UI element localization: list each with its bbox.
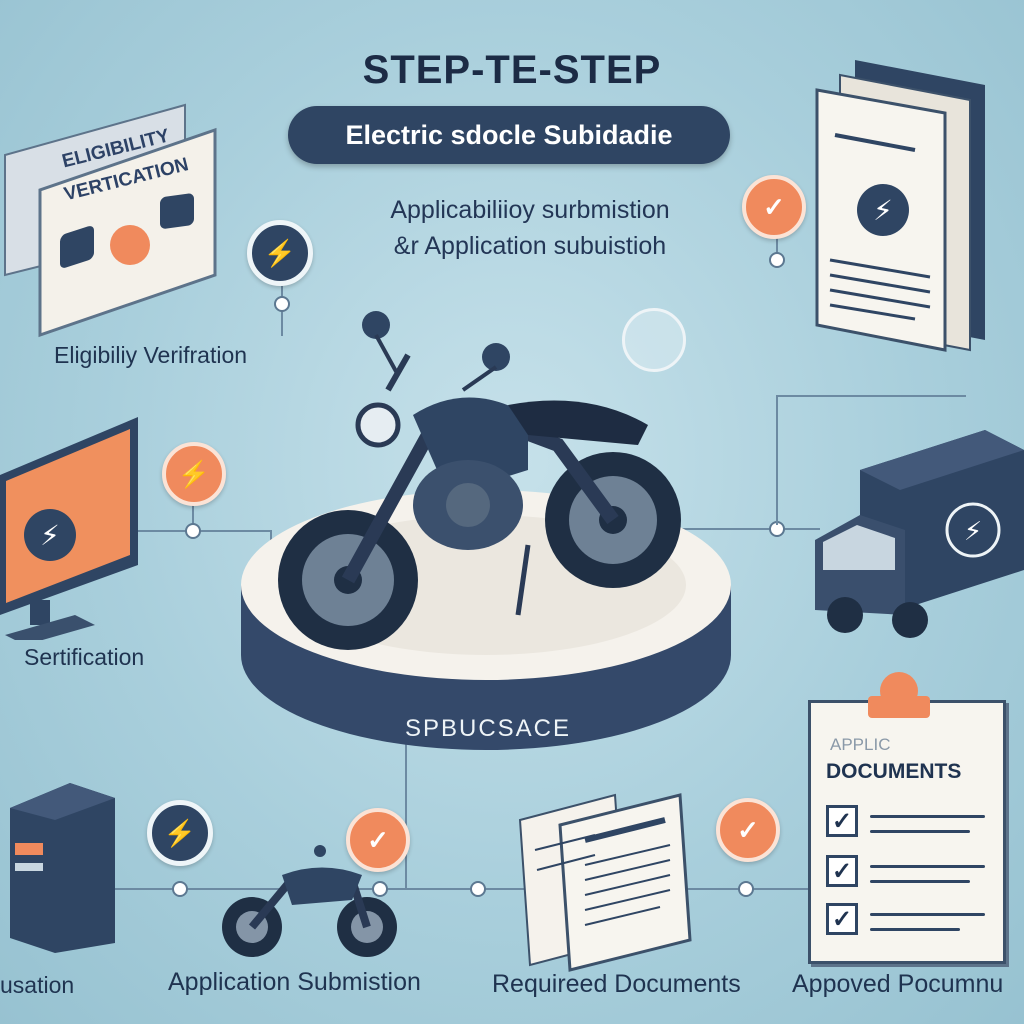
doc-line xyxy=(870,865,985,868)
connector-node xyxy=(274,296,290,312)
eligibility-caption: Eligibiliy Verifration xyxy=(54,342,248,368)
document-clipboard-illustration: ⚡ xyxy=(815,60,985,352)
bottom-label-left: usation xyxy=(0,972,75,998)
monitor-illustration: ⚡ xyxy=(0,417,138,640)
bottom-label-approved: Appoved Pocumnu xyxy=(792,970,1004,998)
bottom-label-application: Application Submistion xyxy=(168,968,421,996)
storage-box-illustration xyxy=(10,783,115,953)
bottom-label-required: Requireed Documents xyxy=(492,970,741,998)
subtitle-line-2: &r Application subuistioh xyxy=(393,232,667,260)
documents-header: APPLIC xyxy=(830,735,891,754)
check-box-2: ✓ xyxy=(826,855,858,887)
title-pill: Electric sdocle Subidadie xyxy=(288,106,730,164)
delivery-truck-illustration: ⚡ xyxy=(815,430,1024,638)
connector-line xyxy=(776,395,778,525)
connector-node xyxy=(172,881,188,897)
page-title: STEP-TE-STEP xyxy=(362,48,662,92)
clipboard-clip-base xyxy=(868,696,930,718)
svg-text:⚡: ⚡ xyxy=(873,194,893,227)
bolt-badge-icon: ⚡ xyxy=(247,220,313,286)
required-documents-illustration xyxy=(518,793,692,972)
eligibility-card-illustration xyxy=(4,103,217,338)
subtitle-line-1: Applicabiliioy surbmistion xyxy=(390,196,670,224)
connector-line xyxy=(776,395,966,397)
doc-line xyxy=(870,928,960,931)
connector-line xyxy=(405,740,407,888)
connector-node xyxy=(470,881,486,897)
connector-line xyxy=(40,530,270,532)
monitor-caption: Sertification xyxy=(24,644,145,670)
svg-text:⚡: ⚡ xyxy=(40,519,60,552)
motorcycle-platform-illustration xyxy=(241,311,731,750)
leaf-badge-icon: ✓ xyxy=(716,798,780,862)
decorative-circle xyxy=(622,308,686,372)
connector-node xyxy=(372,881,388,897)
connector-node xyxy=(738,881,754,897)
bolt-badge-icon: ⚡ xyxy=(162,442,226,506)
platform-label: SPBUCSACE xyxy=(404,715,572,742)
small-motorcycle-illustration xyxy=(222,845,397,957)
svg-text:⚡: ⚡ xyxy=(964,517,982,547)
doc-line xyxy=(870,913,985,916)
bolt-badge-icon: ⚡ xyxy=(147,800,213,866)
connector-line xyxy=(192,505,194,530)
check-box-1: ✓ xyxy=(826,805,858,837)
connector-line xyxy=(680,528,820,530)
connector-node xyxy=(769,252,785,268)
bottom-connector-line xyxy=(40,888,980,890)
doc-line xyxy=(870,880,970,883)
documents-title: DOCUMENTS xyxy=(826,760,962,783)
check-box-3: ✓ xyxy=(826,903,858,935)
doc-line xyxy=(870,815,985,818)
doc-line xyxy=(870,830,970,833)
arrow-badge-icon: ✓ xyxy=(346,808,410,872)
checkmark-badge-icon: ✓ xyxy=(742,175,806,239)
connector-node xyxy=(185,523,201,539)
connector-line xyxy=(776,232,778,262)
